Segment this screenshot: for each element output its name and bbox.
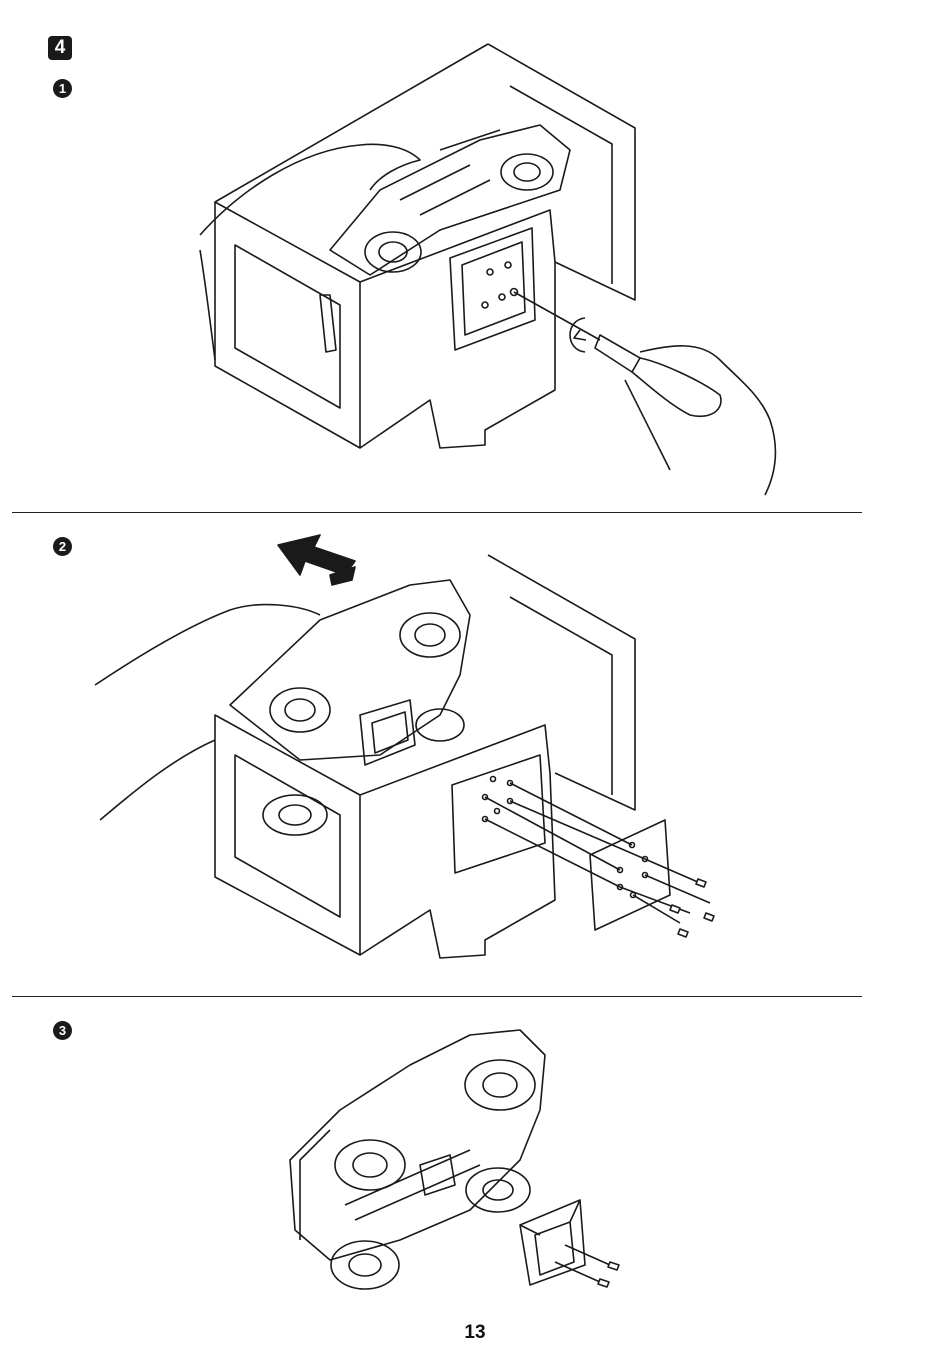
section-divider-1 [12, 512, 862, 513]
remove-mount-illustration [0, 1000, 950, 1310]
panel-3-illustration [0, 1000, 950, 1310]
panel-2-illustration [0, 515, 950, 995]
panel-1-illustration [0, 0, 950, 505]
section-divider-2 [12, 996, 862, 997]
remove-screws-illustration [0, 0, 950, 505]
slide-out-illustration [0, 515, 950, 995]
page-number: 13 [0, 1322, 950, 1344]
